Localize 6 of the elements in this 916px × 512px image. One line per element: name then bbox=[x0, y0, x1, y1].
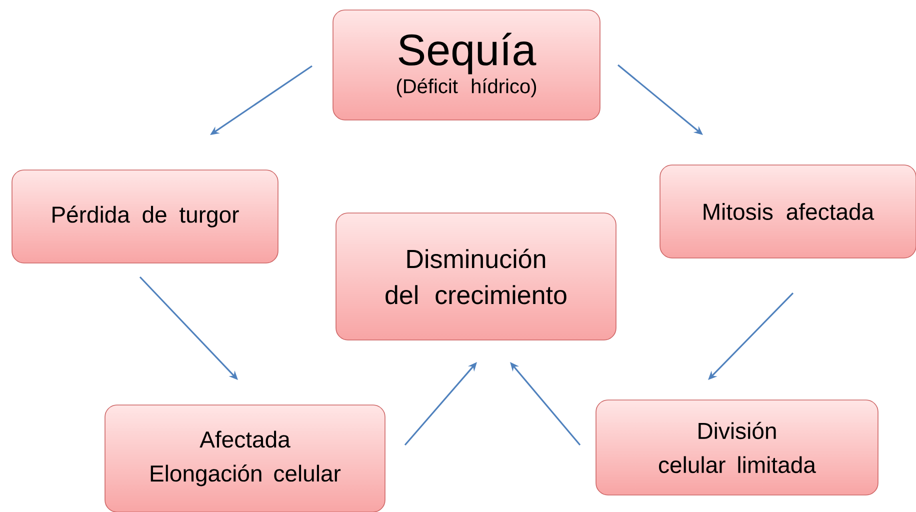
process-box: Disminución del crecimiento bbox=[336, 212, 616, 340]
process-box: Sequía (Déficit hídrico) bbox=[332, 10, 600, 120]
process-box: Pérdida de turgor bbox=[12, 170, 278, 264]
process-box: Afectada Elongación celular bbox=[104, 404, 386, 512]
process-box: División celular limitada bbox=[596, 400, 878, 496]
process-box: Mitosis afectada bbox=[660, 164, 916, 258]
